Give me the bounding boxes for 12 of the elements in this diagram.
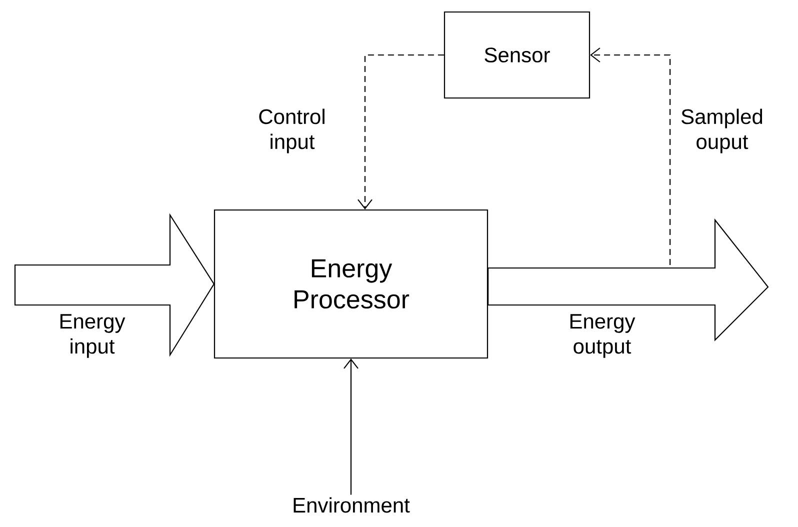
arrow	[344, 358, 358, 495]
sensor-box: Sensor	[444, 11, 590, 99]
edge-label: Control input	[259, 108, 324, 154]
dashed-arrow	[358, 54, 444, 210]
dashed-arrow	[590, 48, 671, 265]
block-arrow	[488, 218, 769, 342]
processor-box: Energy Processor	[214, 209, 488, 359]
edge-label: Energy output	[570, 314, 636, 358]
edge-label: Energy input	[60, 314, 126, 358]
environment-text: Environment	[294, 497, 410, 513]
block-arrow	[14, 213, 215, 357]
edge-label: Sampled ouput	[682, 108, 762, 154]
